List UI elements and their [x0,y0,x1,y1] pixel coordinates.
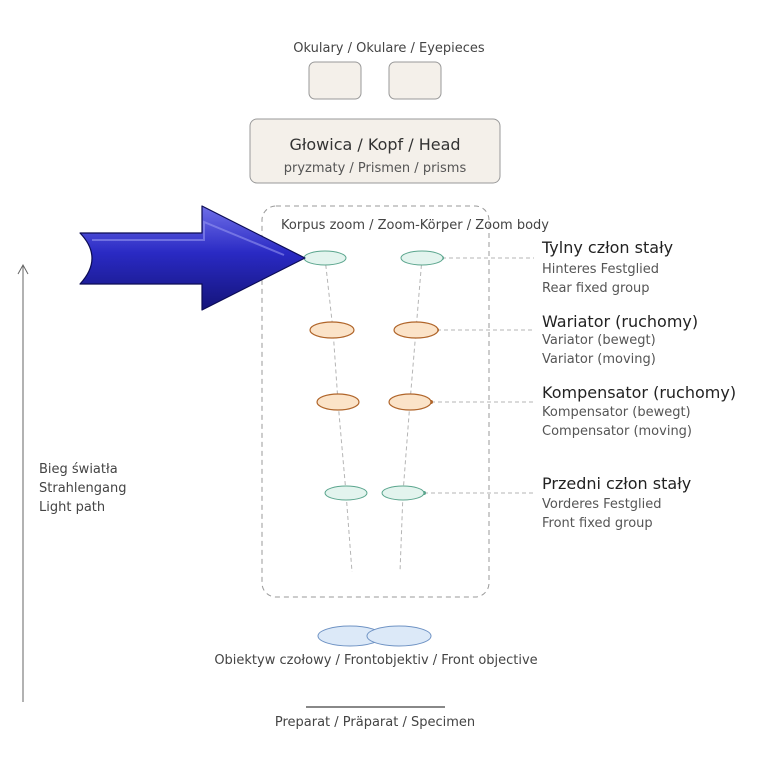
variator-line2: Variator (moving) [542,352,656,367]
head-title: Głowica / Kopf / Head [289,135,460,154]
variator-title: Wariator (ruchomy) [542,312,698,331]
eyepiece-left [308,61,362,100]
objective-label: Obiektyw czołowy / Frontobjektiv / Front… [214,653,537,668]
optical-axis-left [324,257,353,573]
variator-lens-right [393,321,439,339]
front-group-line1: Vorderes Festglied [542,497,662,512]
zoom-body-label: Korpus zoom / Zoom-Körper / Zoom body [281,218,549,233]
compensator-line1: Kompensator (bewegt) [542,405,691,420]
front-fixed-lens-left [324,485,368,501]
zoom-body-box [261,205,490,598]
rear-fixed-lens-right [400,250,444,266]
pointer-arrow-highlight [92,220,285,256]
rear-group-line1: Hinteres Festglied [542,262,659,277]
light-path-line3: Light path [39,500,105,515]
rear-group-title: Tylny człon stały [541,238,673,257]
head-box [249,118,501,184]
head-subtitle: pryzmaty / Prismen / prisms [284,161,467,176]
compensator-title: Kompensator (ruchomy) [542,383,736,402]
rear-fixed-lens-left [303,250,347,266]
compensator-lens-left [316,393,360,411]
optical-axis-right [399,257,423,573]
compensator-lens-right [388,393,432,411]
specimen-label: Preparat / Präparat / Specimen [275,715,475,730]
light-path-line1: Bieg światła [39,462,118,477]
eyepiece-right [388,61,442,100]
front-group-title: Przedni człon stały [542,474,691,493]
rear-group-line2: Rear fixed group [542,281,650,296]
variator-lens-left [309,321,355,339]
light-path-line2: Strahlengang [39,481,126,496]
compensator-line2: Compensator (moving) [542,424,692,439]
eyepieces-label: Okulary / Okulare / Eyepieces [293,41,485,56]
front-group-line2: Front fixed group [542,516,653,531]
pointer-arrow-icon [79,205,306,311]
light-path-arrowhead-icon [17,263,29,275]
variator-line1: Variator (bewegt) [542,333,656,348]
front-fixed-lens-right [381,485,425,501]
objective-lens-right [366,625,432,647]
